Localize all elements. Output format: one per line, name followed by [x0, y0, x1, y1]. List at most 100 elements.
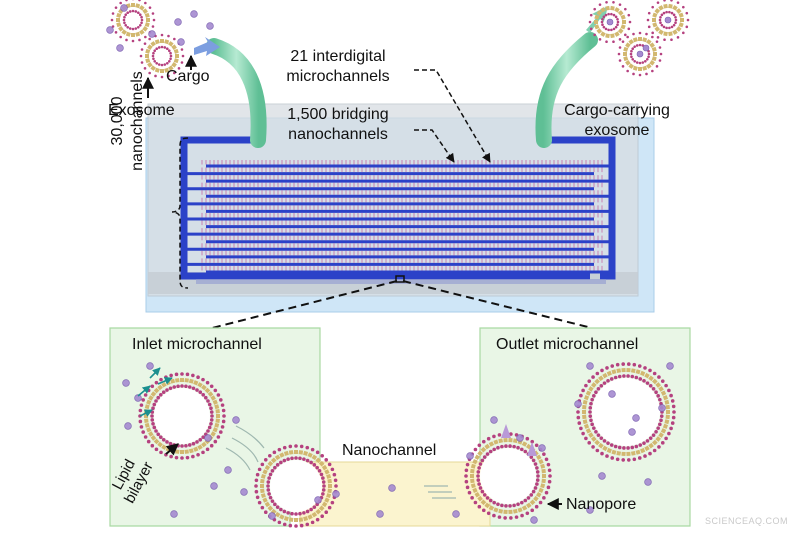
vesicle-lumen	[592, 378, 660, 446]
lipid-head	[132, 28, 135, 31]
lipid-head	[163, 63, 166, 66]
lipid-head	[610, 13, 613, 16]
nanochannel-count-label: 30,000 nanochannels	[108, 56, 150, 186]
cargo-dot	[665, 17, 671, 23]
lipid-head	[532, 490, 536, 494]
lipid-head	[322, 480, 326, 484]
lipid-head	[222, 420, 226, 424]
lipid-head	[214, 389, 218, 393]
lipid-head	[635, 376, 639, 380]
lipid-head	[141, 48, 144, 51]
lipid-head	[154, 399, 158, 403]
lipid-head	[659, 46, 662, 49]
lipid-head	[169, 455, 173, 459]
lipid-head	[175, 456, 179, 460]
lipid-head	[633, 45, 636, 48]
lipid-head	[626, 374, 630, 378]
lipid-head	[158, 63, 161, 66]
lipid-head	[302, 457, 306, 461]
lipid-head	[672, 410, 676, 414]
lipid-head	[141, 398, 145, 402]
lipid-head	[492, 448, 496, 452]
lipid-head	[119, 36, 122, 39]
lipid-head	[682, 6, 685, 9]
lipid-head	[173, 38, 176, 41]
lipid-head	[195, 388, 199, 392]
lipid-head	[627, 14, 630, 17]
lipid-head	[526, 437, 530, 441]
lipid-head	[139, 409, 143, 413]
lipid-head	[649, 384, 653, 388]
lipid-head	[631, 47, 634, 50]
lipid-head	[155, 62, 158, 65]
lipid-head	[132, 10, 135, 13]
lipid-head	[119, 2, 122, 5]
lipid-head	[322, 488, 326, 492]
lipid-head	[132, 40, 135, 43]
lipid-head	[140, 16, 143, 19]
lipid-head	[300, 445, 304, 449]
lipid-head	[605, 28, 608, 31]
interdigital-label-line1: 21 interdigital	[268, 48, 408, 66]
lipid-head	[621, 362, 625, 366]
lipid-head	[169, 57, 172, 60]
lipid-head	[198, 390, 202, 394]
lipid-head	[482, 509, 486, 513]
cargo-dot	[117, 45, 124, 52]
cargo-dot	[149, 31, 156, 38]
lipid-head	[273, 451, 277, 455]
lipid-head	[668, 27, 671, 30]
lipid-head	[466, 463, 470, 467]
lipid-head	[217, 393, 221, 397]
lipid-head	[294, 456, 298, 460]
lipid-head	[590, 28, 593, 31]
lipid-head	[667, 432, 671, 436]
lipid-head	[206, 381, 210, 385]
lipid-head	[663, 38, 666, 41]
lipid-head	[156, 396, 160, 400]
lipid-head	[646, 381, 650, 385]
lipid-head	[535, 444, 539, 448]
lipid-head	[626, 70, 629, 73]
nanochannel-count-line2: nanochannels	[128, 56, 148, 186]
vesicle-lumen	[155, 49, 169, 63]
lipid-head	[630, 50, 633, 53]
lipid-head	[153, 49, 156, 52]
lipid-head	[294, 512, 298, 516]
lipid-head	[675, 19, 678, 22]
lipid-head	[255, 490, 259, 494]
lipid-head	[161, 34, 164, 37]
lipid-head	[151, 422, 155, 426]
lipid-head	[671, 421, 675, 425]
lipid-head	[161, 64, 164, 67]
lipid-head	[659, 21, 662, 24]
lipid-head	[159, 378, 163, 382]
lipid-head	[627, 28, 630, 31]
lipid-head	[268, 454, 272, 458]
lipid-head	[587, 441, 591, 445]
lipid-head	[671, 26, 674, 29]
lipid-head	[313, 463, 317, 467]
lipid-head	[214, 440, 218, 444]
lipid-head	[474, 501, 478, 505]
lipid-head	[298, 512, 302, 516]
lipid-head	[613, 14, 616, 17]
lipid-head	[266, 484, 270, 488]
lipid-head	[140, 21, 143, 24]
lipid-head	[219, 430, 223, 434]
lipid-head	[206, 399, 210, 403]
lipid-head	[616, 18, 619, 21]
lipid-head	[166, 47, 169, 50]
lipid-head	[665, 27, 668, 30]
lipid-head	[646, 439, 650, 443]
lipid-head	[496, 446, 500, 450]
lipid-head	[631, 58, 634, 61]
lipid-head	[615, 26, 618, 29]
lipid-head	[184, 444, 188, 448]
lipid-head	[638, 443, 642, 447]
lipid-head	[162, 438, 166, 442]
lipid-head	[217, 435, 221, 439]
lipid-head	[669, 394, 673, 398]
cargo-dot	[609, 391, 616, 398]
lipid-head	[663, 26, 666, 29]
